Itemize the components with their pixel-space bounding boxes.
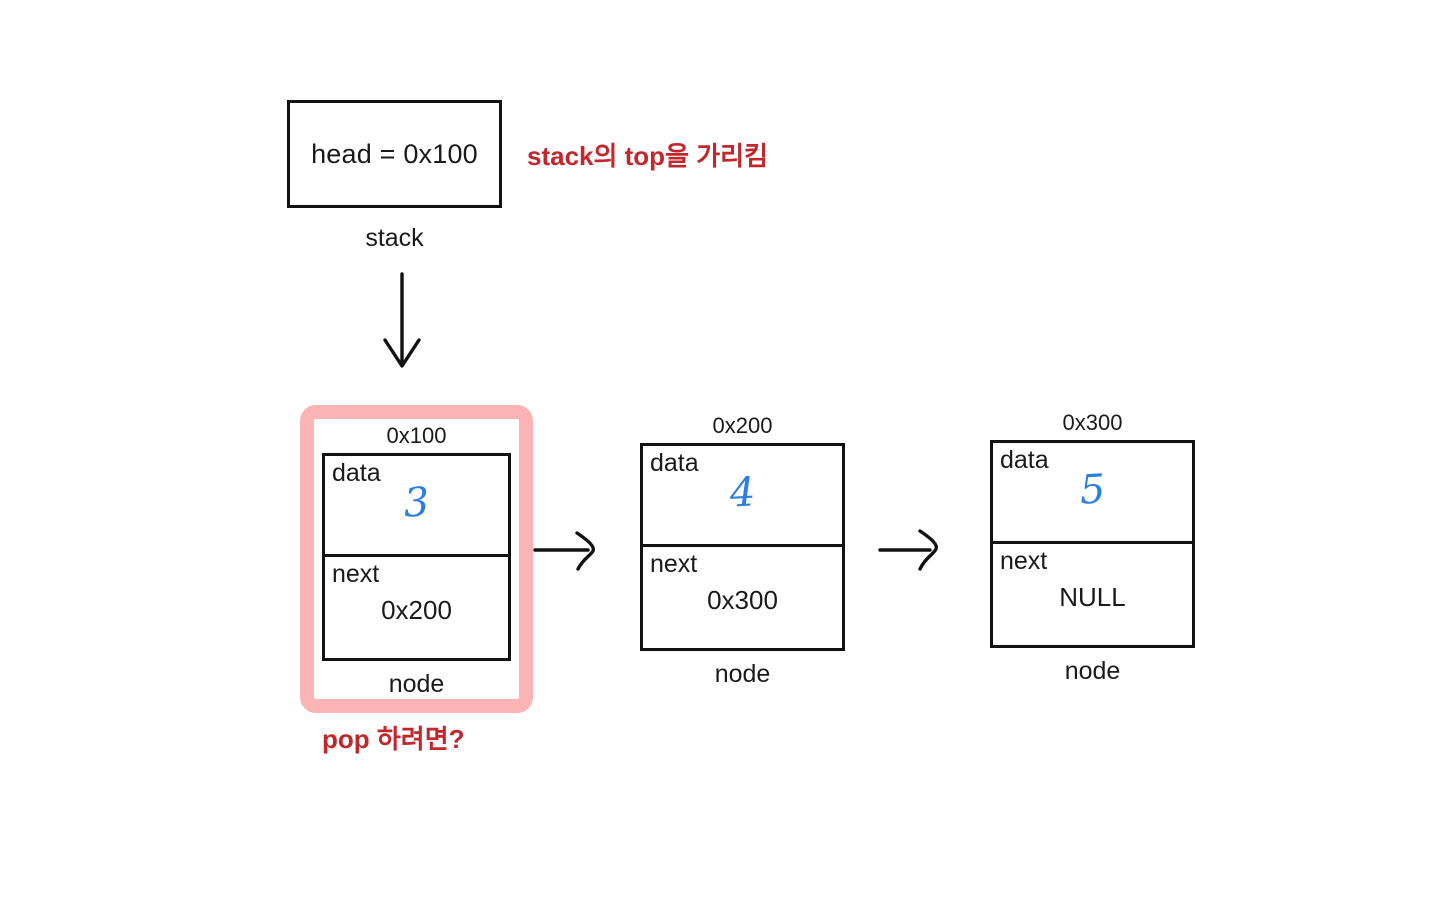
node-group-2: 0x300 data 5 next NULL node [990, 406, 1195, 686]
node-caption: node [388, 670, 445, 698]
node-data-key: data [1000, 446, 1049, 474]
node-data-value: 3 [402, 479, 431, 527]
node-data-cell: data 5 [993, 443, 1192, 544]
node-next-value: NULL [1059, 582, 1126, 612]
node-next-key: next [332, 560, 380, 588]
node-box: data 5 next NULL [990, 440, 1195, 648]
node-next-cell: next 0x200 [325, 557, 508, 658]
node-caption: node [714, 660, 771, 688]
node-caption: node [1064, 657, 1121, 685]
node-next-key: next [650, 550, 698, 578]
node-group-1: 0x200 data 4 next 0x300 node [640, 409, 845, 689]
arrow-right-icon [533, 531, 596, 571]
node-box: data 3 next 0x200 [322, 453, 511, 661]
stack-head-box: head = 0x100 [287, 100, 502, 208]
node-group-0: 0x100 data 3 next 0x200 node [300, 405, 533, 713]
node-address-label: 0x300 [1062, 410, 1123, 435]
node-next-value: 0x300 [707, 585, 778, 615]
node-next-value: 0x200 [381, 595, 452, 625]
annotation-stack-top: stack의 top을 가리킴 [527, 141, 768, 171]
node-next-key: next [1000, 547, 1048, 575]
stack-label: stack [365, 224, 424, 252]
stack-head-value: head = 0x100 [311, 138, 478, 169]
node-next-cell: next 0x300 [643, 547, 842, 648]
node-data-value: 5 [1078, 466, 1107, 514]
arrow-down-icon [383, 272, 421, 368]
node-next-cell: next NULL [993, 544, 1192, 645]
node-address-label: 0x200 [712, 413, 773, 438]
node-data-cell: data 3 [325, 456, 508, 557]
annotation-pop-question: pop 하려면? [322, 724, 465, 754]
node-data-value: 4 [728, 469, 757, 517]
node-box: data 4 next 0x300 [640, 443, 845, 651]
node-data-key: data [650, 449, 699, 477]
node-data-cell: data 4 [643, 446, 842, 547]
node-data-key: data [332, 459, 381, 487]
node-address-label: 0x100 [386, 423, 447, 448]
arrow-right-icon [878, 529, 939, 571]
